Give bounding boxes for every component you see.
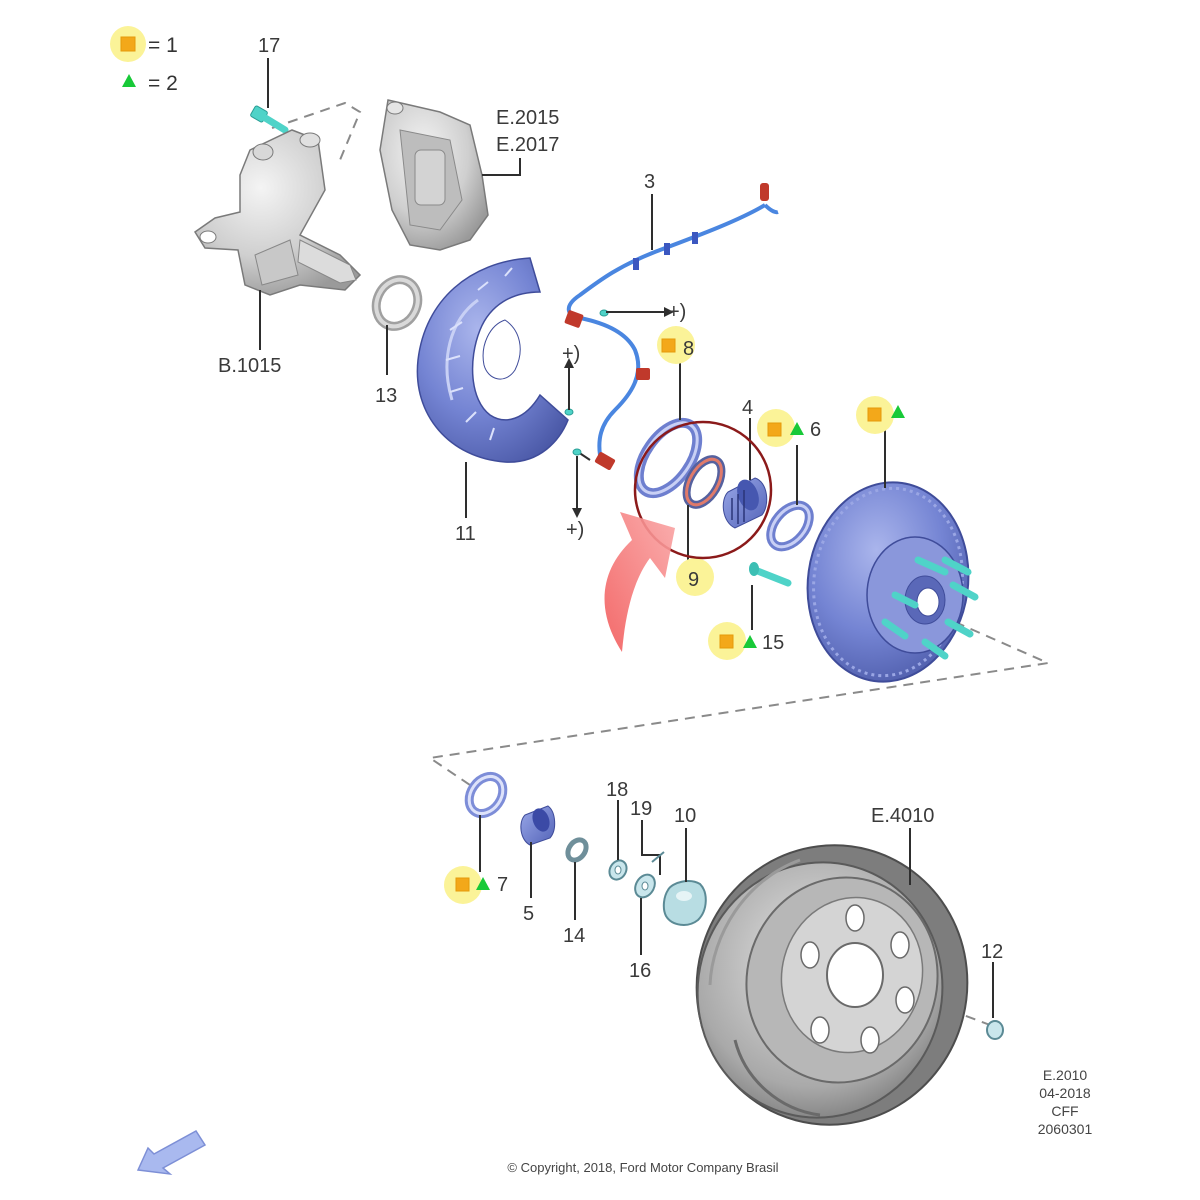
callout-12: 12 xyxy=(981,941,1003,963)
callout-7: 7 xyxy=(497,874,508,896)
info-line-1: E.2010 xyxy=(1043,1067,1088,1083)
legend-triangle-label: = 2 xyxy=(148,72,178,95)
brake-caliper xyxy=(379,99,489,251)
callout-9: 9 xyxy=(688,569,699,591)
callout-8-highlight xyxy=(657,326,695,364)
part-15-wheel-stud xyxy=(749,562,792,587)
callout-18: 18 xyxy=(606,779,628,801)
part-9-oil-seal xyxy=(682,455,726,509)
part-5-outer-bearing xyxy=(520,805,556,846)
part-11-dust-shield xyxy=(416,257,569,463)
part-4-bearing xyxy=(722,477,768,529)
callout-16: 16 xyxy=(629,960,651,982)
callout-e2017: E.2017 xyxy=(496,134,559,156)
part-7-outer-race xyxy=(464,771,508,819)
callout-6: 6 xyxy=(810,419,821,441)
part-17-bolt xyxy=(250,105,289,134)
part-14-washer xyxy=(565,837,589,863)
green-triangle-icon xyxy=(476,877,490,890)
part-12-lug-nut xyxy=(986,1020,1004,1040)
callout-e2015: E.2015 xyxy=(496,107,559,129)
assembly-dashed-line-hub xyxy=(427,621,1052,786)
part-13-seal xyxy=(371,275,423,331)
part-8-ring xyxy=(633,417,703,499)
focus-highlight-circle xyxy=(633,420,773,560)
part-10-grease-cap xyxy=(662,880,707,926)
part-6-bearing-race xyxy=(766,500,814,552)
callout-3: 3 xyxy=(644,171,655,193)
green-triangle-icon xyxy=(790,422,804,435)
part-3-abs-sensor xyxy=(564,183,779,470)
brake-disc-hub xyxy=(806,481,979,683)
orange-square-icon xyxy=(719,634,734,649)
callout-plus-2: +) xyxy=(562,343,580,365)
assembly-dashed-line-caliper xyxy=(271,101,362,161)
legend-square-label: = 1 xyxy=(148,34,178,57)
leader-19 xyxy=(641,820,661,875)
callout-13: 13 xyxy=(375,385,397,407)
callout-plus-3: +) xyxy=(566,519,584,541)
wheel-rim xyxy=(695,844,969,1126)
callout-plus-1: +) xyxy=(668,301,686,323)
info-line-3: CFF xyxy=(1051,1103,1078,1119)
callout-8: 8 xyxy=(683,338,694,360)
orange-square-icon xyxy=(767,422,782,437)
info-line-4: 2060301 xyxy=(1038,1121,1093,1137)
green-triangle-icon xyxy=(122,74,136,87)
green-triangle-icon xyxy=(891,405,905,418)
callout-19: 19 xyxy=(630,798,652,820)
copyright-text: © Copyright, 2018, Ford Motor Company Br… xyxy=(507,1160,778,1175)
callout-17: 17 xyxy=(258,35,280,57)
part-19-cotter-pin xyxy=(651,851,665,863)
orange-square-icon xyxy=(120,36,136,52)
callout-4: 4 xyxy=(742,397,753,419)
callout-5: 5 xyxy=(523,903,534,925)
part-16-lock-nut xyxy=(634,873,656,899)
callout-9-highlight xyxy=(676,558,714,596)
green-triangle-icon xyxy=(743,635,757,648)
orange-square-icon xyxy=(455,877,470,892)
info-line-2: 04-2018 xyxy=(1039,1085,1091,1101)
pointer-arrow-icon xyxy=(604,512,675,652)
orange-square-icon xyxy=(867,407,882,422)
callout-15: 15 xyxy=(762,632,784,654)
legend: = 1 = 2 xyxy=(110,26,178,95)
diagram-info-block: E.2010 04-2018 CFF 2060301 xyxy=(1038,1067,1093,1137)
callout-b1015: B.1015 xyxy=(218,355,281,377)
callout-10: 10 xyxy=(674,805,696,827)
orange-square-icon xyxy=(661,338,676,353)
steering-knuckle xyxy=(193,129,362,296)
leader-e2015 xyxy=(482,158,521,176)
callout-14: 14 xyxy=(563,925,585,947)
callout-e4010: E.4010 xyxy=(871,805,934,827)
part-18-nut xyxy=(608,859,628,881)
callout-11: 11 xyxy=(455,523,476,545)
direction-arrow-icon xyxy=(136,1130,207,1176)
